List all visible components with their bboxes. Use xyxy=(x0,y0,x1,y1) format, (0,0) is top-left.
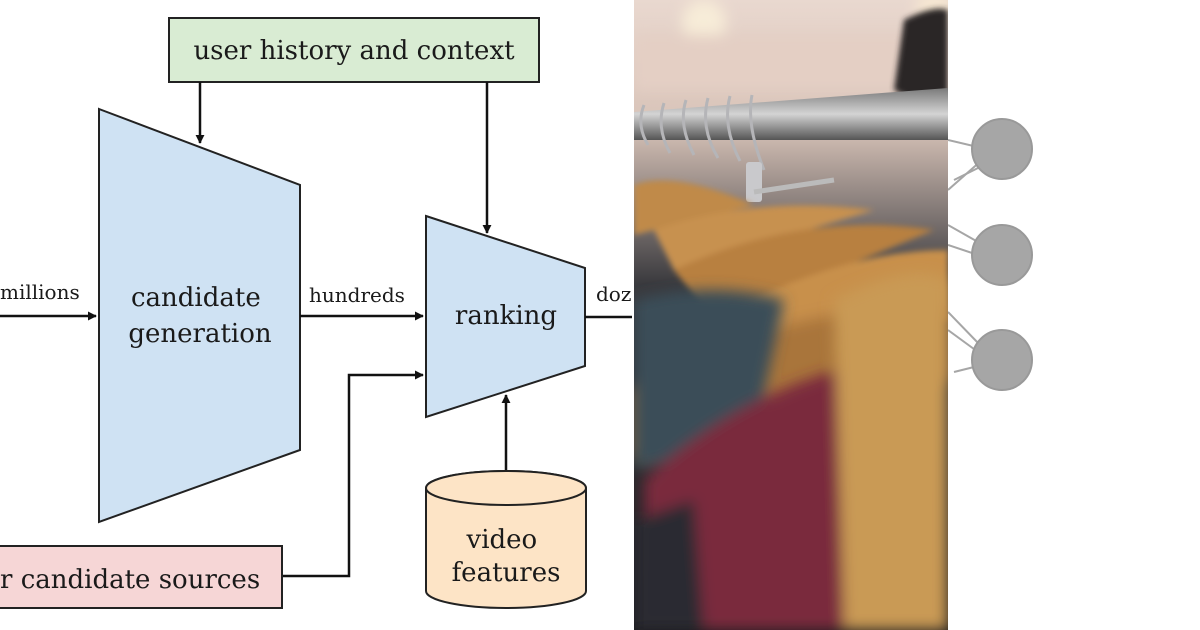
network-node-1 xyxy=(971,118,1033,180)
edge-label-hundreds: hundreds xyxy=(309,283,405,307)
hanging-rod xyxy=(634,88,948,140)
network-node-2 xyxy=(971,224,1033,286)
edge-label-millions: millions xyxy=(0,280,80,304)
candidate-generation-label: candidate generation xyxy=(128,283,272,349)
ranking-label: ranking xyxy=(455,301,557,331)
other-sources-label: r candidate sources xyxy=(0,565,260,595)
hanger-hooks xyxy=(639,94,766,171)
neural-network-fragment xyxy=(948,118,1033,391)
edge-label-dozens: doz xyxy=(596,282,631,306)
network-node-3 xyxy=(971,329,1033,391)
context-box xyxy=(168,17,540,83)
candidate-generation-stage xyxy=(98,107,301,524)
recommendation-pipeline-diagram: user history and context candidate gener… xyxy=(0,17,632,609)
garments xyxy=(634,273,948,630)
context-box-label: user history and context xyxy=(193,36,515,66)
video-features-store-top xyxy=(425,470,587,506)
ranking-stage xyxy=(425,214,586,419)
arrow-sources-to-ranking xyxy=(282,370,424,578)
clothes-rack-photo xyxy=(634,0,948,630)
video-features-label: video features xyxy=(452,525,561,588)
other-sources-box xyxy=(0,545,283,609)
